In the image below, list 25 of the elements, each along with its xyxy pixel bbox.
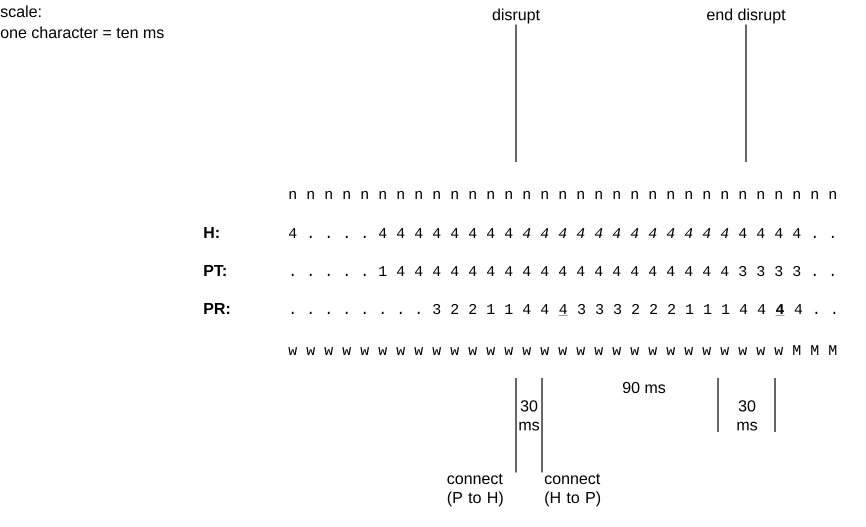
leader-line xyxy=(745,24,747,162)
leader-line xyxy=(541,378,543,472)
time-label: 90 ms xyxy=(622,382,666,394)
row-label: H: xyxy=(204,226,219,238)
signal-row: . . . . . . . . 3 2 2 1 1 4 4 xyxy=(292,304,548,314)
event-label: connect (P to H) xyxy=(447,474,503,506)
event-label: connect (H to P) xyxy=(544,474,600,506)
scale-note: scale: xyxy=(0,5,41,18)
signal-row: . . . . . 1 4 4 4 4 4 4 4 4 4 4 4 4 4 4 4 4 4 4 4 3 3 3 3 . . xyxy=(292,266,834,276)
leader-line xyxy=(515,24,517,162)
row-label: PT: xyxy=(204,264,226,276)
event-label: disrupt xyxy=(492,8,540,24)
leader-line xyxy=(515,378,517,472)
signal-row: n n n n n n n n n n n n n n n n n n n n n n n n n n n n n n n xyxy=(290,190,836,199)
signal-row: 4 xyxy=(558,304,568,316)
signal-row: 4 . . . . 4 4 4 4 4 4 4 4 4 4 4 4 4 4 4 4 4 4 4 4 4 4 4 4 . . xyxy=(288,228,834,238)
time-label: 30 ms xyxy=(737,400,758,431)
signal-row: 4 . . xyxy=(794,304,836,314)
time-label: 30 ms xyxy=(519,400,540,431)
signal-row: w w w w w w w w w w w w w w w w w w w w w w w w w w w w M M M xyxy=(288,345,836,355)
scale-note: one character = ten ms xyxy=(0,26,164,38)
event-label: end disrupt xyxy=(707,8,786,24)
signal-row: 4 xyxy=(775,304,785,316)
row-label: PR: xyxy=(204,302,230,314)
signal-row: 3 3 3 2 2 2 1 1 1 4 4 xyxy=(578,304,766,314)
